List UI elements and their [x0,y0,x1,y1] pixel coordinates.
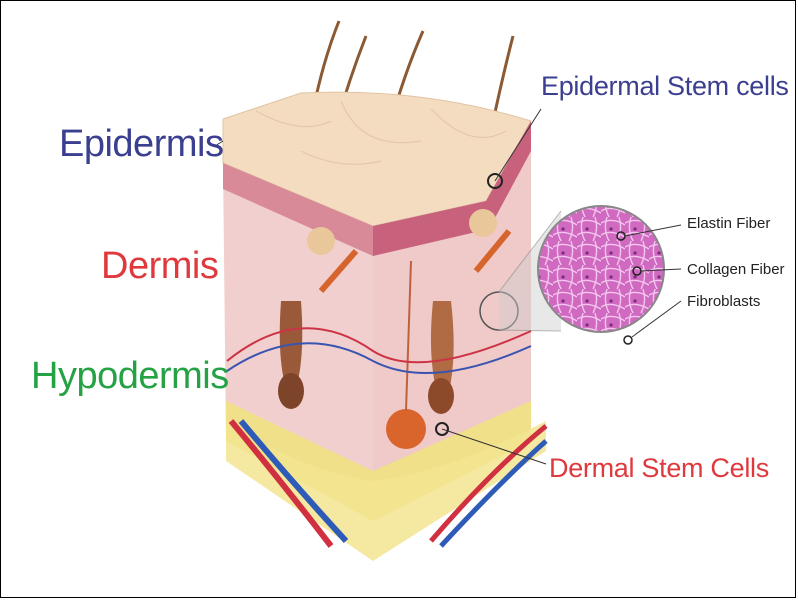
dermis-label: Dermis [101,245,218,288]
sweat-gland [386,409,426,449]
collagen-fiber-label: Collagen Fiber [687,261,785,278]
fibroblasts-label: Fibroblasts [687,293,760,310]
epidermal-stem-cells-label: Epidermal Stem cells [541,71,789,102]
hypodermis-label: Hypodermis [31,355,229,398]
epidermis-label: Epidermis [59,123,223,166]
dermal-stem-cells-label: Dermal Stem Cells [549,453,769,484]
elastin-fiber-label: Elastin Fiber [687,215,770,232]
